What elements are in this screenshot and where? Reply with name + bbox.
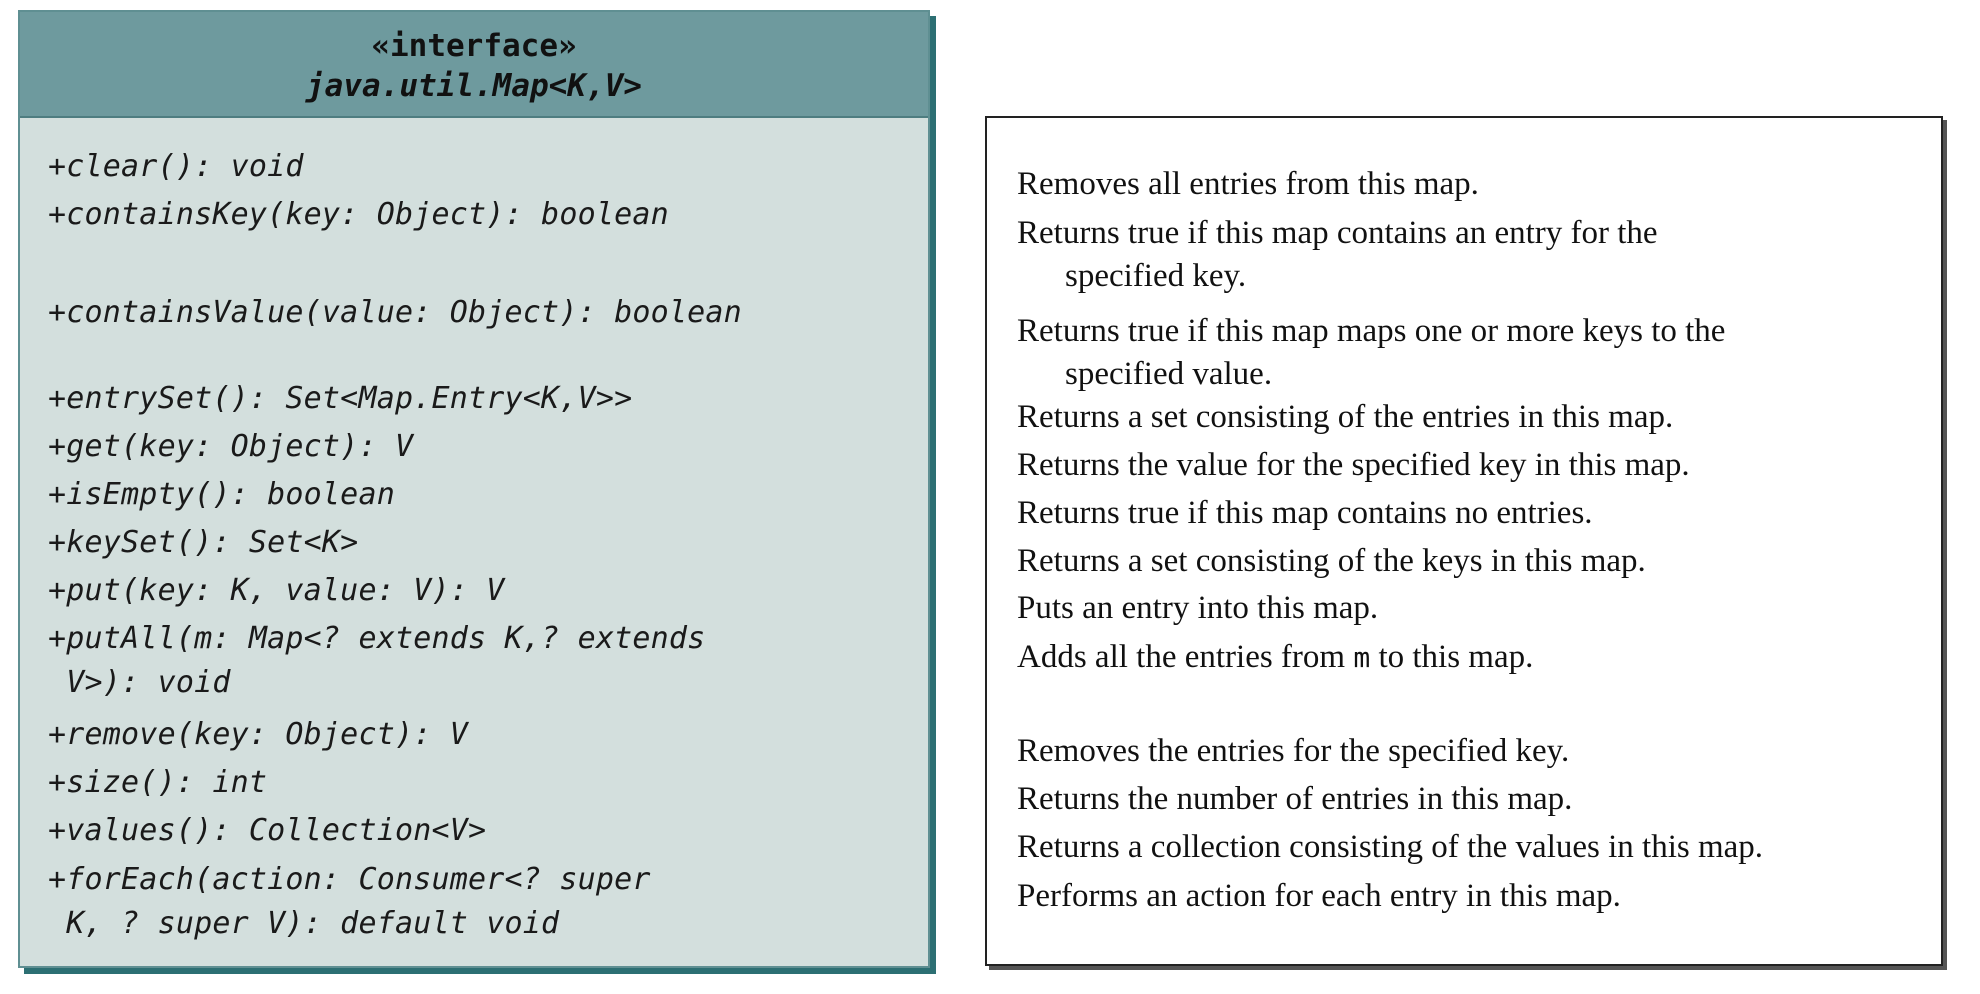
method-get: +get(key: Object): V (48, 429, 414, 464)
desc-entrySet: Returns a set consisting of the entries … (1017, 399, 1674, 435)
description-box: Removes all entries from this map. Retur… (985, 116, 1943, 966)
desc-size: Returns the number of entries in this ma… (1017, 781, 1573, 817)
desc-containsKey-line1: Returns true if this map contains an ent… (1017, 215, 1658, 251)
method-isEmpty: +isEmpty(): boolean (48, 477, 395, 512)
desc-clear: Removes all entries from this map. (1017, 166, 1479, 202)
method-clear: +clear(): void (48, 149, 304, 184)
uml-interface-box: «interface» java.util.Map<K,V> +clear():… (18, 10, 930, 968)
desc-keySet: Returns a set consisting of the keys in … (1017, 543, 1646, 579)
desc-values: Returns a collection consisting of the v… (1017, 829, 1764, 865)
method-put: +put(key: K, value: V): V (48, 573, 505, 608)
desc-containsKey-line2: specified key. (1065, 258, 1247, 294)
method-entrySet: +entrySet(): Set<Map.Entry<K,V>> (48, 381, 633, 416)
desc-putAll-code: m (1353, 641, 1371, 674)
method-size: +size(): int (48, 765, 268, 800)
method-keySet: +keySet(): Set<K> (48, 525, 359, 560)
desc-remove: Removes the entries for the specified ke… (1017, 733, 1570, 769)
method-forEach-line1: +forEach(action: Consumer<? super (48, 862, 651, 897)
method-putAll-line2: V>): void (48, 665, 231, 700)
desc-putAll-suffix: to this map. (1370, 639, 1534, 675)
desc-containsValue-line2: specified value. (1065, 356, 1273, 392)
method-values: +values(): Collection<V> (48, 813, 487, 848)
method-putAll-line1: +putAll(m: Map<? extends K,? extends (48, 621, 706, 656)
desc-containsValue-line1: Returns true if this map maps one or mor… (1017, 313, 1726, 349)
method-remove: +remove(key: Object): V (48, 717, 469, 752)
uml-header: «interface» java.util.Map<K,V> (20, 12, 928, 118)
desc-isEmpty: Returns true if this map contains no ent… (1017, 495, 1593, 531)
method-containsKey: +containsKey(key: Object): boolean (48, 197, 669, 232)
desc-get: Returns the value for the specified key … (1017, 447, 1690, 483)
desc-forEach: Performs an action for each entry in thi… (1017, 878, 1621, 914)
uml-stereotype: «interface» (371, 28, 577, 64)
desc-putAll: Adds all the entries from m to this map. (1017, 635, 1533, 680)
desc-putAll-prefix: Adds all the entries from (1017, 639, 1354, 675)
method-forEach-line2: K, ? super V): default void (48, 906, 560, 941)
desc-put: Puts an entry into this map. (1017, 590, 1379, 626)
method-containsValue: +containsValue(value: Object): boolean (48, 295, 742, 330)
uml-class-name: java.util.Map<K,V> (306, 68, 642, 104)
